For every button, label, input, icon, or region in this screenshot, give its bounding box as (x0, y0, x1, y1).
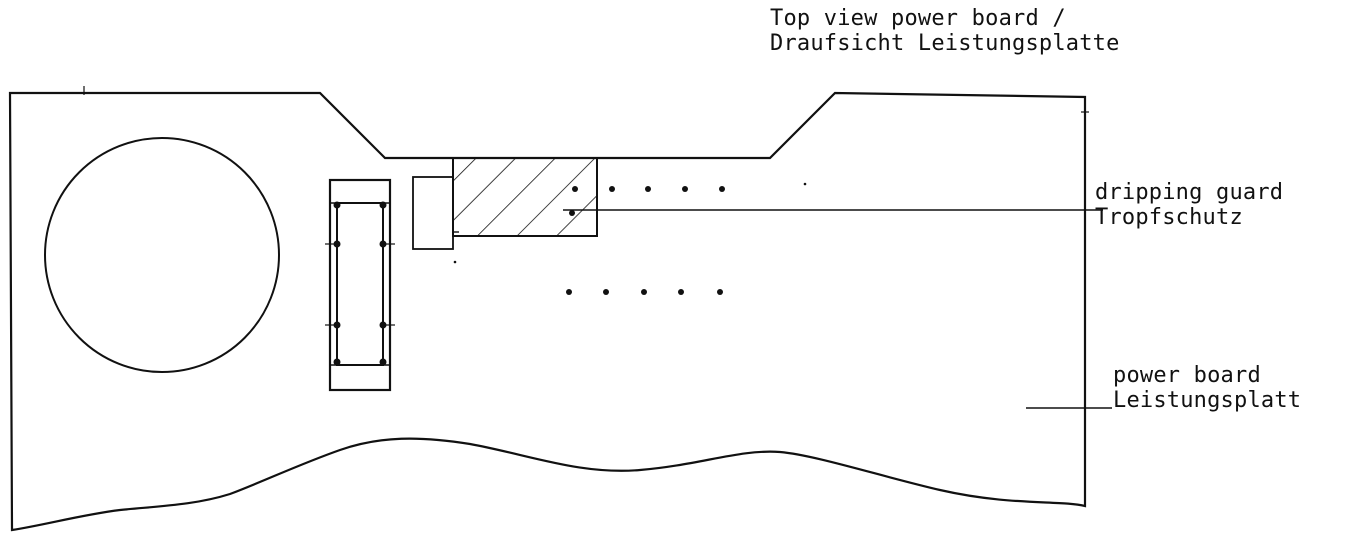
pin-row-upper (572, 186, 725, 192)
power-board-outline (8, 91, 1087, 532)
dripping-guard-label-en: dripping guard (1095, 180, 1284, 205)
dripping-guard-callout: dripping guard Tropfschutz (1095, 180, 1283, 230)
relay-component (325, 178, 395, 392)
stray-dot (453, 260, 457, 264)
power-board-callout: power board Leistungsplatt (1113, 363, 1301, 413)
stray-dot (803, 182, 807, 186)
round-capacitor (44, 137, 280, 373)
power-board-label-de: Leistungsplatt (1113, 388, 1302, 413)
relay-pin (379, 358, 387, 366)
connector-block (412, 176, 454, 250)
dripping-guard-area (452, 157, 598, 237)
pin-dot (569, 210, 575, 216)
relay-pin (333, 358, 341, 366)
relay-pin (379, 201, 387, 209)
power-board-label-en: power board (1113, 363, 1261, 388)
dripping-guard-label-de: Tropfschutz (1095, 205, 1243, 230)
drawing-title-line-1: Top view power board / (770, 6, 1066, 31)
drawing-title: Top view power board / Draufsicht Leistu… (770, 6, 1120, 56)
drawing-title-line-2: Draufsicht Leistungsplatte (770, 31, 1120, 56)
relay-pin (333, 201, 341, 209)
pin-row-lower (566, 289, 723, 295)
